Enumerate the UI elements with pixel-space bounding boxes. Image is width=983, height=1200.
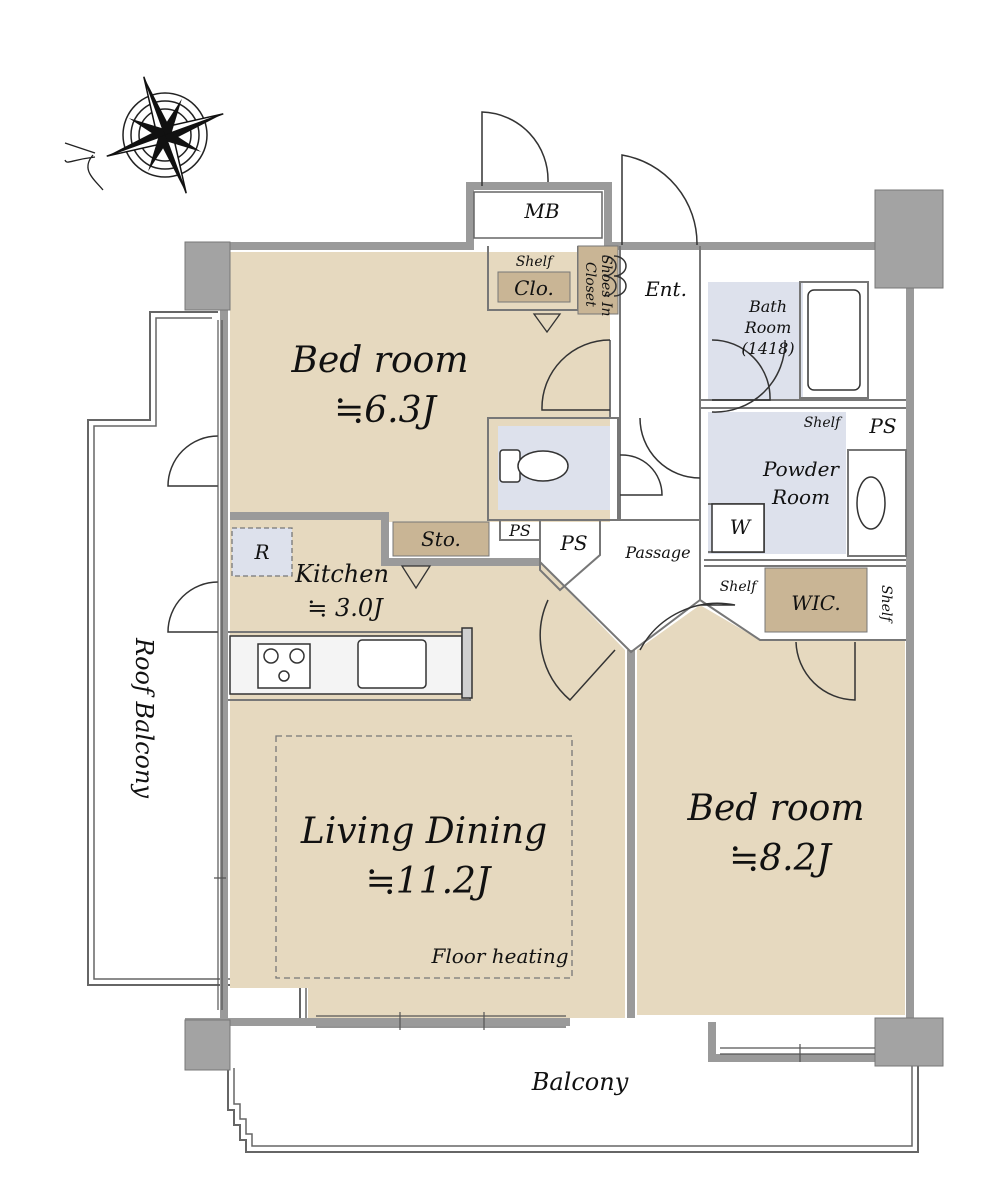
bath-label-3: (1418) [741, 339, 794, 358]
walls [185, 182, 914, 1062]
column-sw [184, 1019, 231, 1071]
ps-label-small: PS [508, 521, 531, 540]
toilet-door [619, 454, 663, 496]
storage [392, 245, 868, 633]
doors [167, 111, 856, 702]
toilet-tank [499, 449, 521, 483]
fixtures [229, 289, 886, 699]
passage-label: Passage [624, 543, 690, 562]
kitchen-name: Kitchen [294, 560, 389, 588]
column-nw [184, 241, 231, 311]
sto-label: Sto. [421, 527, 461, 551]
shelf-label-powder: Shelf [804, 415, 843, 431]
bath-door [711, 339, 771, 401]
floor-heating-area [275, 735, 573, 979]
balcony-outline [227, 1062, 919, 1153]
shelf-label-entry: Shelf [516, 254, 555, 270]
counter-end [461, 627, 473, 699]
sink-bowl [856, 476, 886, 530]
w-label: W [730, 515, 752, 539]
fridge-area [231, 527, 293, 577]
powder-label-1: Powder [762, 457, 840, 481]
kitchen-sink [357, 639, 427, 689]
roof-door-2 [167, 581, 219, 633]
balcony-inner-outline [233, 1062, 913, 1147]
toilet-bowl [517, 450, 569, 482]
columns [184, 189, 944, 1071]
bedroom2-floor [637, 605, 905, 1015]
r-label: R [253, 540, 269, 564]
floor-heating-label: Floor heating [430, 944, 568, 968]
bedroom2-size: ≒8.2J [729, 838, 833, 879]
powder-label-2: Room [771, 485, 830, 509]
powder-door [711, 339, 786, 413]
living-name: Living Dining [300, 811, 547, 852]
bedroom1-door [541, 339, 611, 411]
living-size: ≒11.2J [366, 861, 493, 902]
bedroom2-name: Bed room [687, 788, 865, 829]
bath-label-1: Bath [748, 297, 787, 316]
ps-label-powder: PS [868, 414, 896, 438]
bed1-south-wall [230, 512, 540, 566]
ent-label: Ent. [644, 277, 687, 301]
shelf-label-wic-right: Shelf [878, 585, 894, 624]
markers [400, 313, 562, 590]
south-wall-right [708, 1022, 875, 1062]
balcony-label: Balcony [531, 1068, 629, 1096]
mb-door [481, 111, 549, 186]
kitchen-size: ≒ 3.0J [307, 594, 384, 622]
partitions [228, 246, 907, 701]
shoes-closet-label-2: Closet [582, 262, 598, 307]
roof-balcony-label: Roof Balcony [130, 637, 158, 798]
wic-storage [764, 567, 868, 633]
bath-label-2: Room [744, 318, 791, 337]
bedroom1-name: Bed room [291, 340, 469, 381]
bedroom2-door [639, 602, 736, 651]
bedroom1-size: ≒6.3J [334, 390, 438, 431]
column-ne [874, 189, 944, 289]
shoes-closet-label-1: Shoes In [598, 255, 614, 317]
mb-box [473, 191, 603, 239]
w-machine [711, 503, 765, 553]
passage-door [639, 417, 701, 479]
bathtub [807, 289, 861, 391]
compass-icon [64, 76, 224, 194]
wic-label: WIC. [791, 591, 840, 615]
front-door [621, 154, 698, 246]
clo-storage [497, 271, 571, 303]
living-door [539, 599, 616, 702]
shelf-label-wic-left: Shelf [720, 579, 759, 595]
north-wall [185, 182, 875, 250]
roof-door-1 [167, 435, 219, 487]
windows [214, 320, 875, 1062]
wic-door [795, 641, 856, 701]
ps-label-passage: PS [559, 531, 587, 555]
clo-label: Clo. [514, 276, 554, 300]
column-se [874, 1017, 944, 1067]
mb-label: MB [523, 199, 559, 223]
sto-storage [392, 521, 490, 557]
